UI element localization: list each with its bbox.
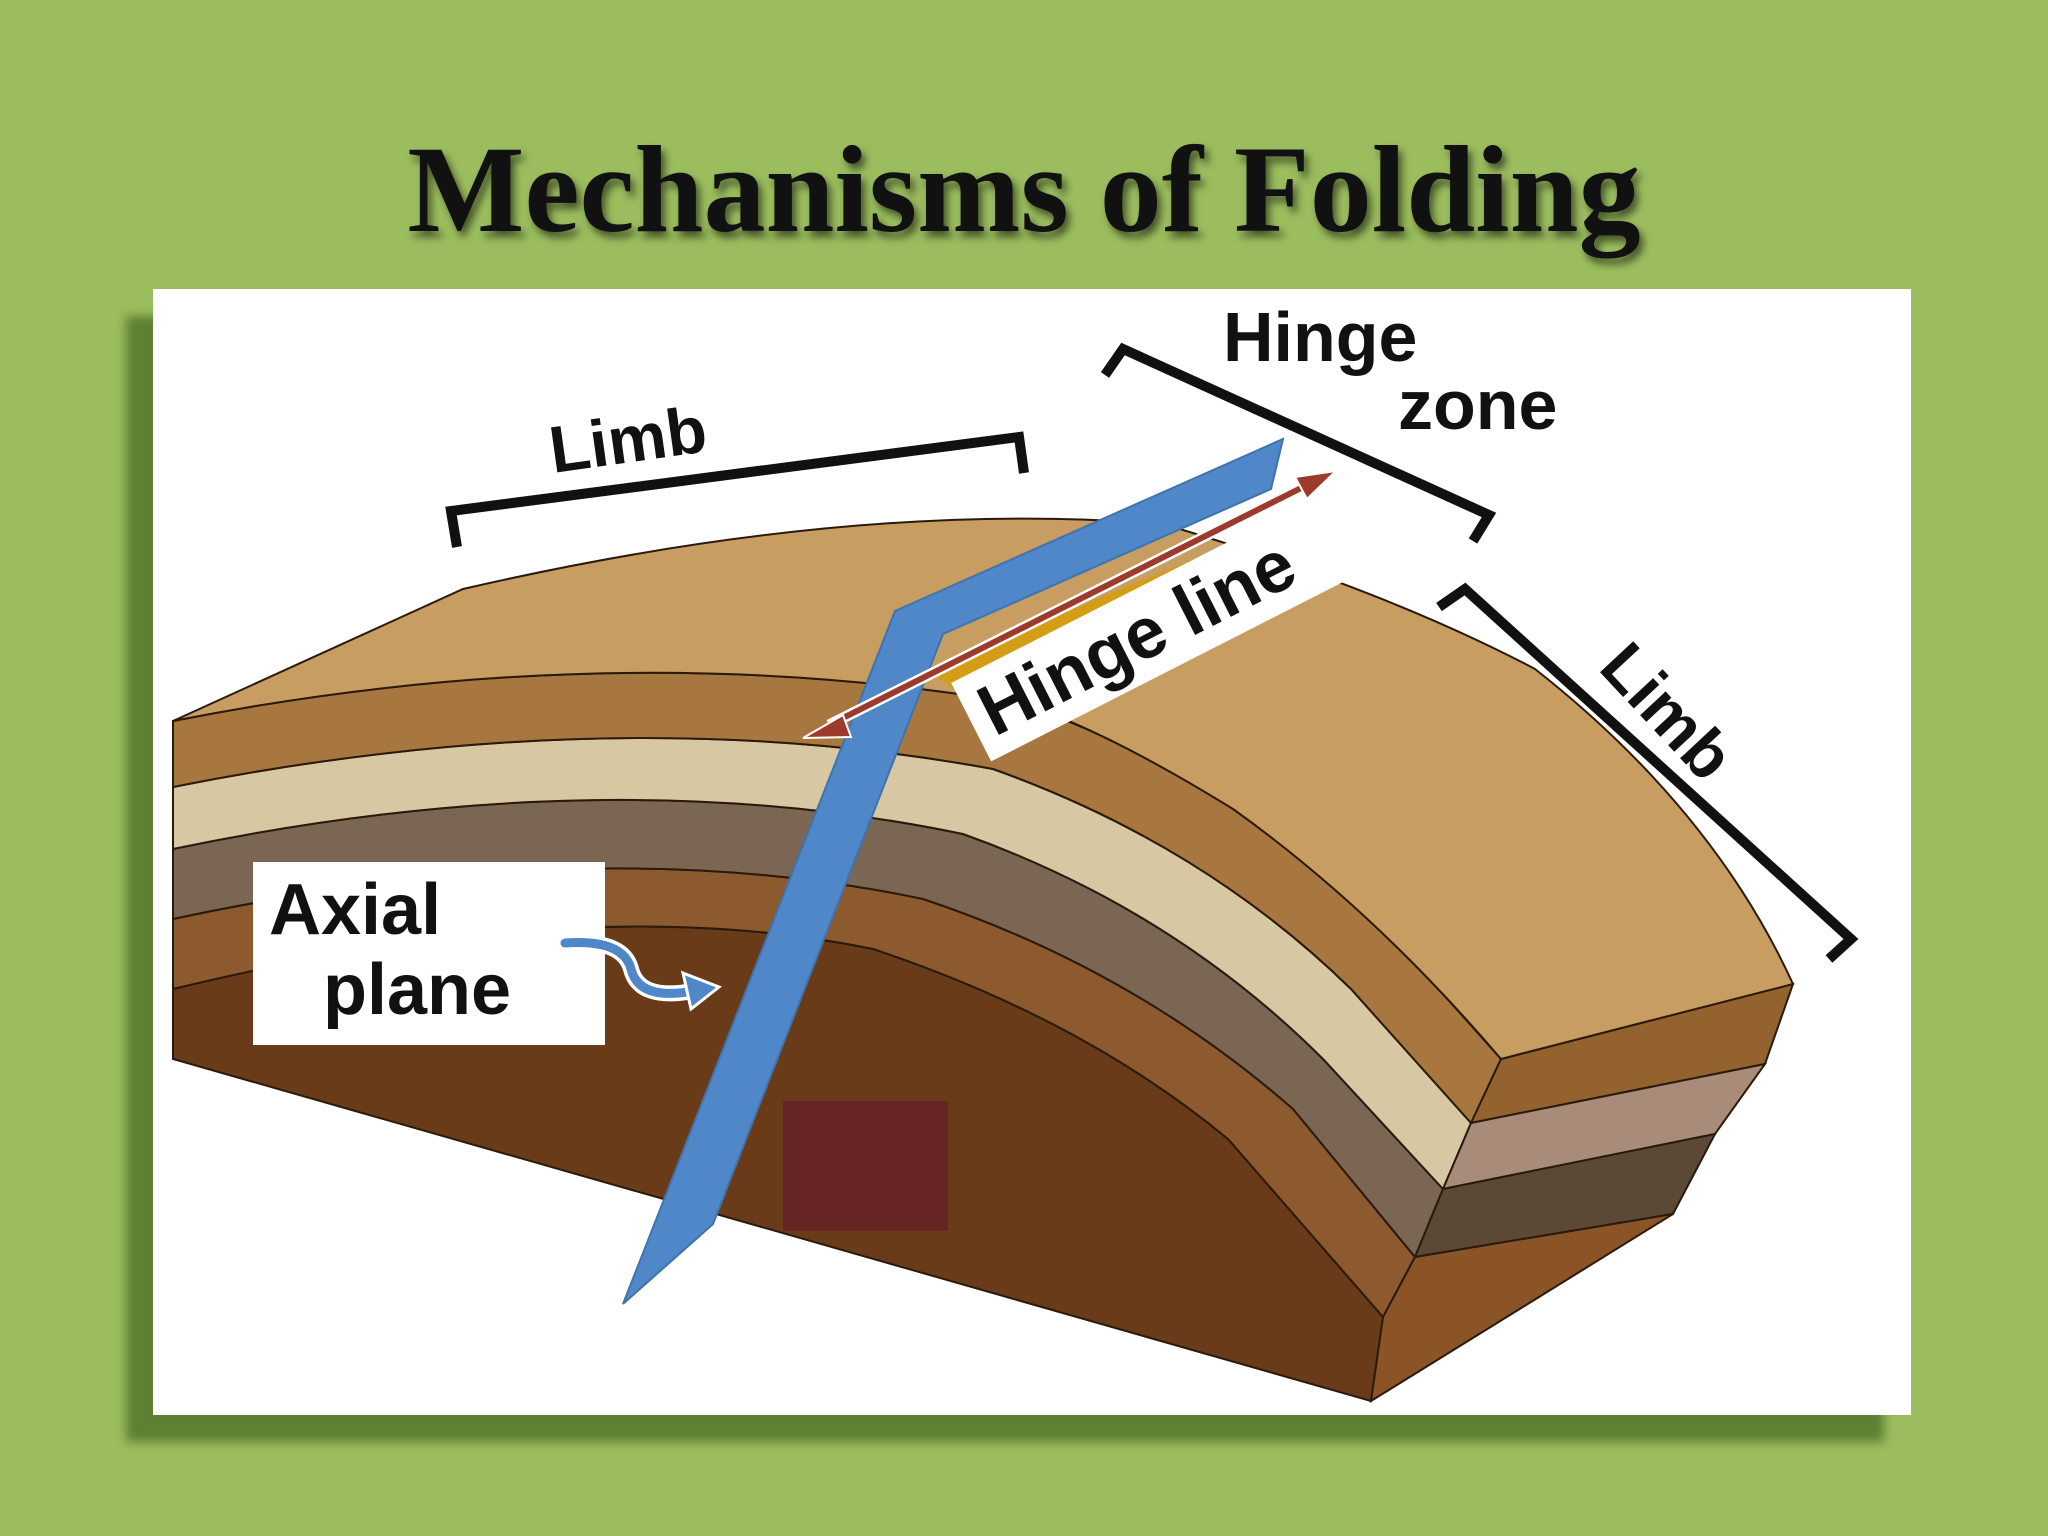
limb-left-label: Limb (545, 392, 711, 487)
axial-plane (622, 437, 1285, 1305)
fold-diagram: Limb Hinge zone Hinge line Limb Axial pl… (172, 298, 1859, 1403)
front-face (172, 671, 1503, 1403)
hinge-zone-label-1: Hinge (1223, 298, 1417, 376)
hinge-arrowhead-right (1293, 469, 1339, 501)
diagram-frame: Limb Hinge zone Hinge line Limb Axial pl… (153, 289, 1911, 1415)
axial-plane-label-1: Axial (269, 870, 441, 950)
axial-pointer-arrow (557, 934, 722, 1012)
hinge-line-label-box (951, 487, 1375, 762)
hinge-line-arrow (802, 469, 1339, 739)
hinge-zone-label-2: zone (1398, 366, 1557, 444)
top-surface (172, 517, 1795, 1061)
slide-title: Mechanisms of Folding (407, 121, 1641, 258)
end-face (1369, 982, 1795, 1403)
hinge-zone-bracket (1100, 342, 1497, 544)
marker-square (783, 1101, 948, 1231)
limb-right-bracket (1436, 582, 1859, 963)
hinge-arrowhead-left (802, 713, 853, 739)
limb-left-bracket (445, 431, 1029, 548)
axial-plane-label-box (253, 862, 605, 1045)
axial-plane-label-2: plane (323, 950, 511, 1030)
end-mid-brown (1369, 1213, 1674, 1403)
